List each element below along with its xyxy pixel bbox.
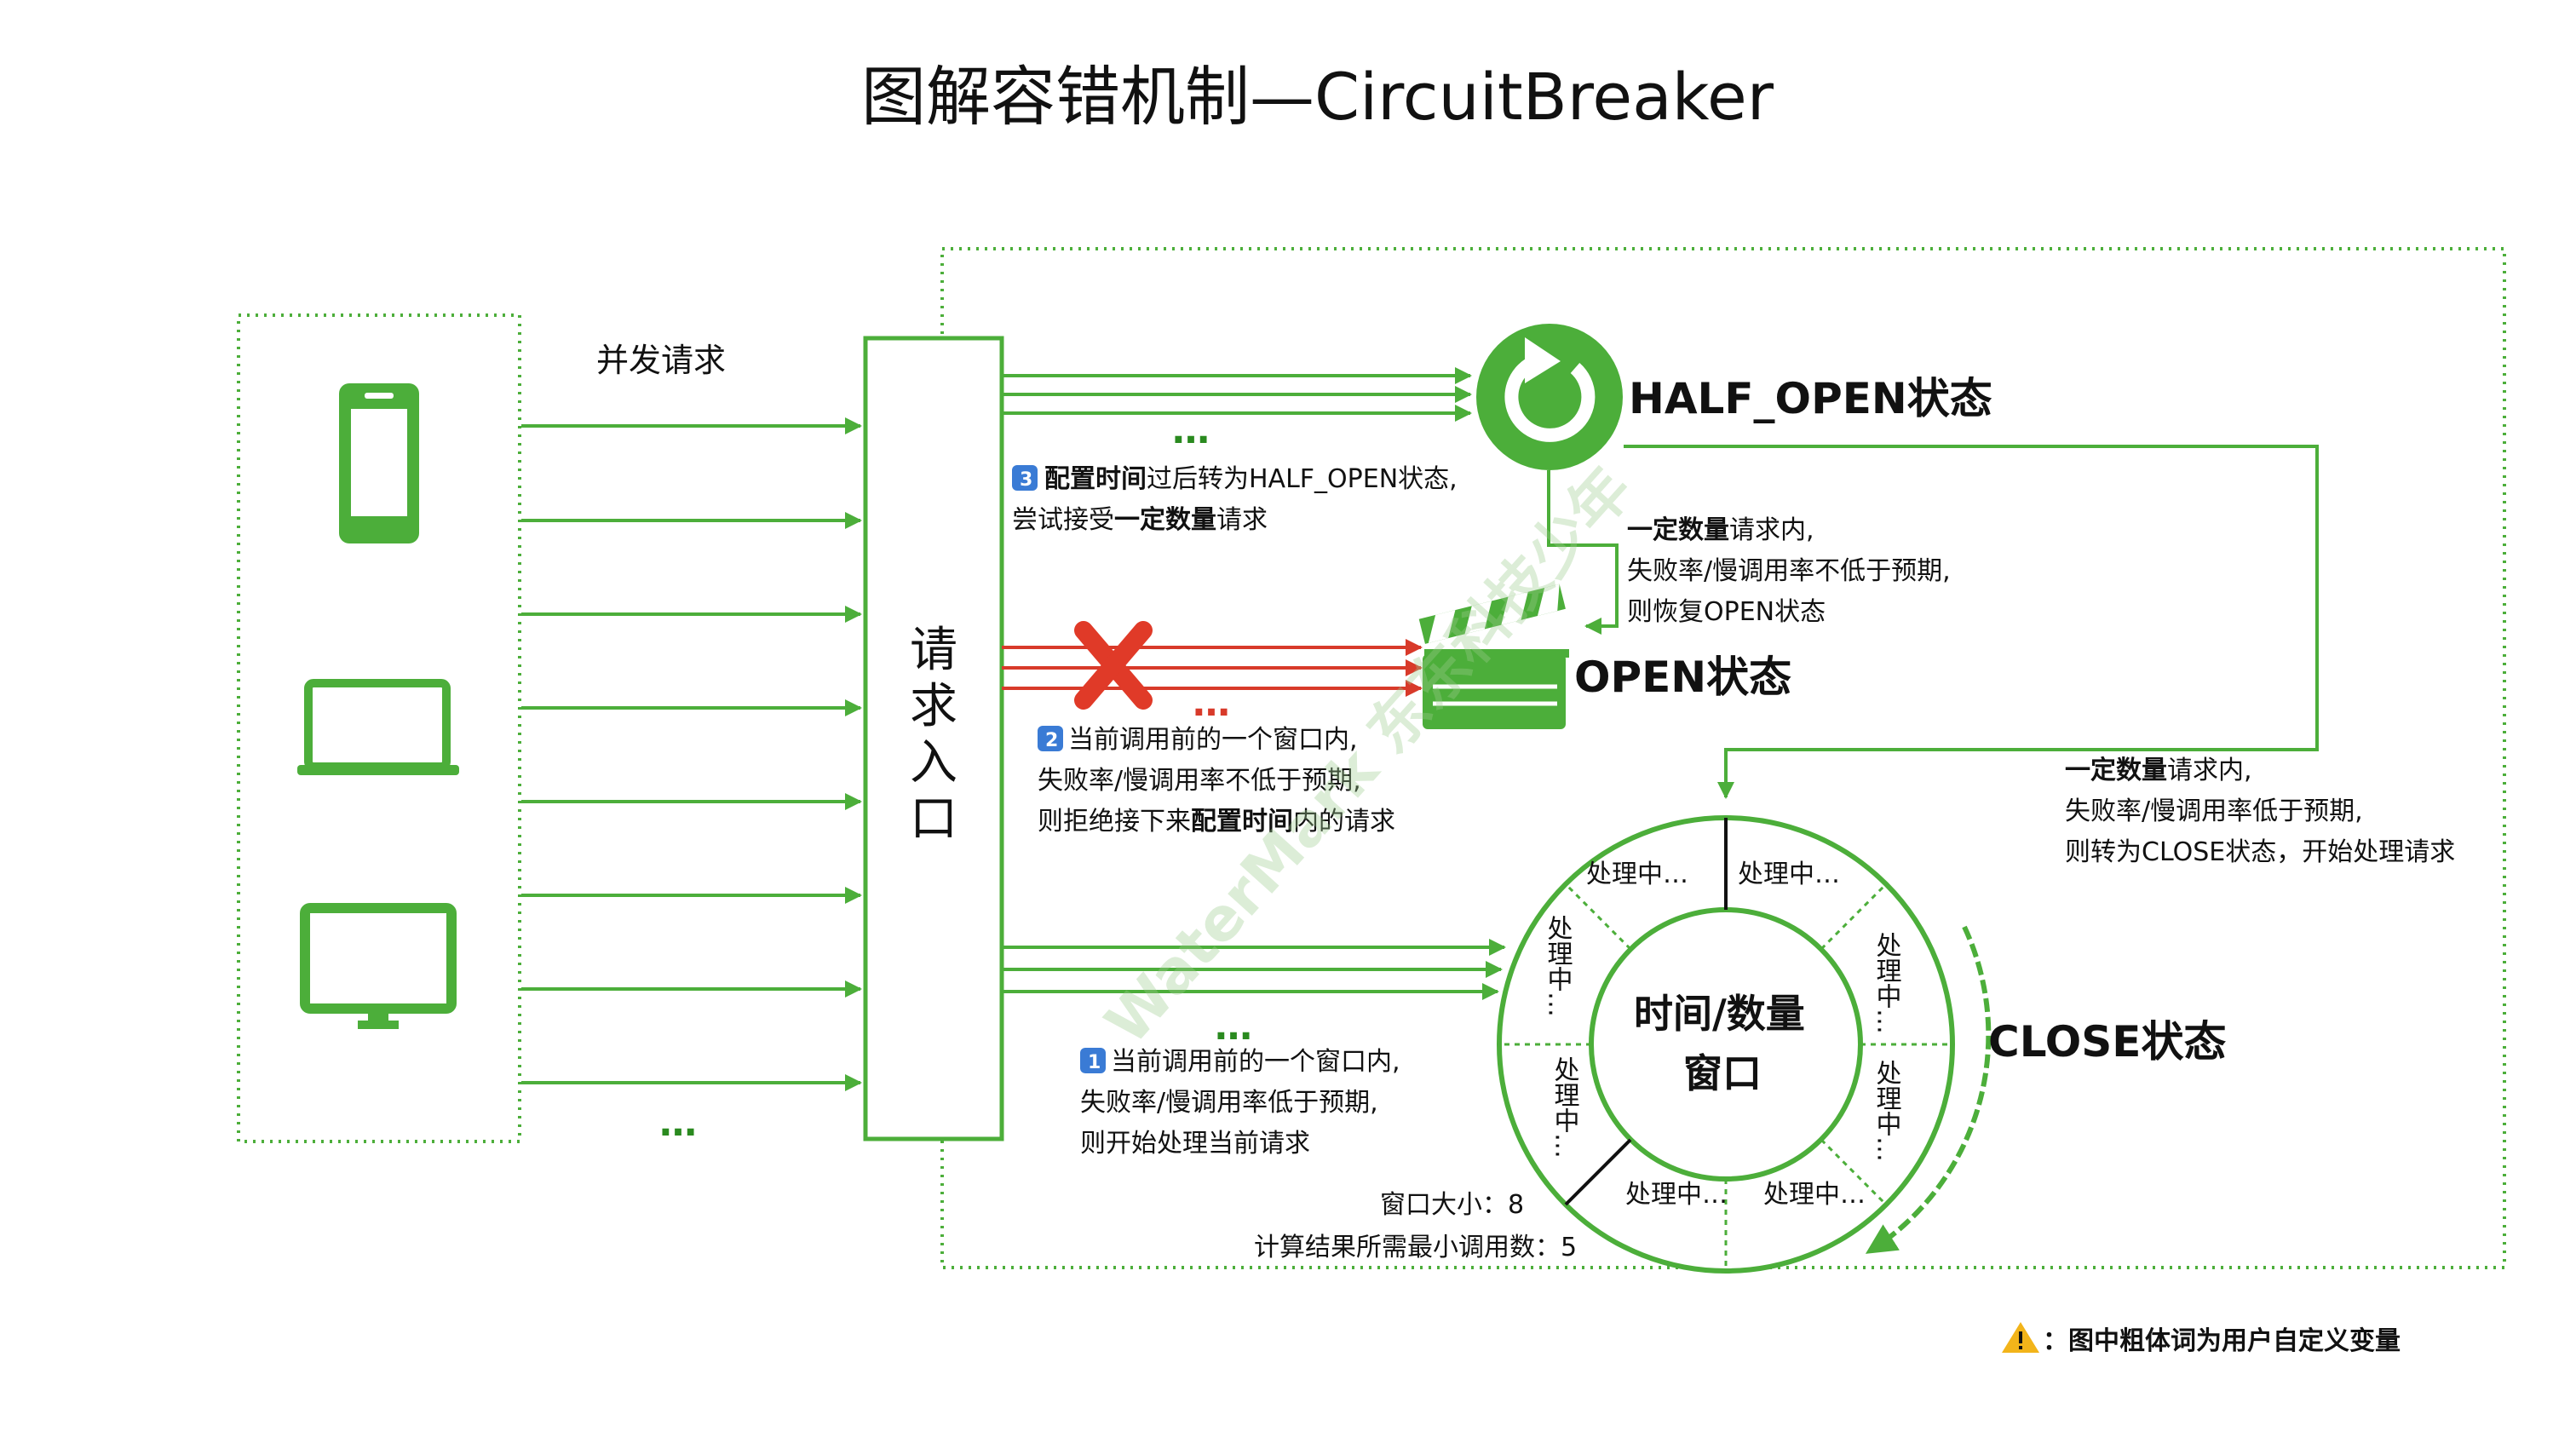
- note-3-line1-bold: 配置时间: [1044, 464, 1147, 494]
- window-size-label: 窗口大小：8: [1380, 1190, 1524, 1220]
- note-2: 2 当前调用前的一个窗口内, 失败率/慢调用率不低于预期, 则拒绝接下来配置时间…: [1038, 725, 1395, 837]
- window-inner-circle: [1589, 907, 1863, 1182]
- window-segment-label-bottom-right: 处理中…: [1763, 1180, 1866, 1210]
- reject-cross-icon: [1074, 621, 1153, 710]
- window-min-calls-label: 计算结果所需最小调用数：5: [1254, 1233, 1577, 1262]
- svg-text:配置时间过后转为HALF_OPEN状态,: 配置时间过后转为HALF_OPEN状态,: [1044, 464, 1458, 494]
- window-segment-label-bottom-left: 处理中…: [1625, 1180, 1728, 1210]
- footer-note-text: ：图中粗体词为用户自定义变量: [2043, 1326, 2401, 1356]
- half-open-state: … HALF_OPEN状态: [1002, 324, 1992, 470]
- window-segment-label-top-left: 处理中…: [1586, 860, 1688, 889]
- laptop-icon: [297, 679, 459, 775]
- client-group: …: [237, 313, 702, 1145]
- note-3-line2-c: 请求: [1216, 505, 1268, 535]
- note-3-line1-rest: 过后转为HALF_OPEN状态,: [1147, 464, 1458, 494]
- window-center-line2: 窗口: [1683, 1050, 1762, 1096]
- entry-label-char-4: 口: [910, 791, 957, 847]
- note-2-line3-c: 内的请求: [1293, 807, 1395, 837]
- note-2-line2: 失败率/慢调用率不低于预期,: [1038, 766, 1361, 796]
- note-1: 1 当前调用前的一个窗口内, 失败率/慢调用率低于预期, 则开始处理当前请求: [1080, 1047, 1400, 1159]
- close-dots: …: [1215, 1005, 1257, 1049]
- note-2-badge-number: 2: [1045, 730, 1058, 751]
- svg-text:一定数量请求内,: 一定数量请求内,: [1627, 515, 1814, 545]
- note-2-line1: 当前调用前的一个窗口内,: [1068, 725, 1358, 755]
- note-2-line3-bold: 配置时间: [1191, 807, 1293, 837]
- window-pointer-line: [1564, 1138, 1632, 1206]
- arrows-to-close: [1002, 939, 1506, 1000]
- half-open-to-open-arrow: [1547, 470, 1619, 635]
- entry-label-char-1: 请: [910, 623, 957, 678]
- entry-label-char-2: 求: [910, 679, 957, 734]
- window-segment-label-left-upper: 处理中…: [1543, 915, 1573, 1017]
- close-state-label: CLOSE状态: [1988, 1017, 2226, 1067]
- note-2-line3-a: 则拒绝接下来: [1038, 807, 1191, 837]
- footer-note: ：图中粗体词为用户自定义变量: [2002, 1322, 2401, 1356]
- request-entry-box: 请 求 入 口: [863, 336, 1004, 1141]
- rejected-dots: …: [1193, 681, 1235, 725]
- entry-label-char-3: 入: [910, 735, 957, 791]
- note-1-badge-number: 1: [1088, 1052, 1101, 1073]
- refresh-circle-icon: [1476, 324, 1623, 470]
- clapperboard-icon: [1418, 584, 1569, 729]
- svg-text:一定数量请求内,: 一定数量请求内,: [2065, 756, 2252, 785]
- note-3-badge: [1012, 465, 1038, 491]
- warning-icon: [2002, 1322, 2039, 1353]
- note-3-line2-a: 尝试接受: [1012, 505, 1114, 535]
- half-open-to-open-note: 一定数量请求内, 失败率/慢调用率不低于预期, 则恢复OPEN状态: [1627, 515, 1951, 627]
- rejected-request-arrows: [1002, 639, 1423, 697]
- note-3: 3 配置时间过后转为HALF_OPEN状态, 尝试接受一定数量请求: [1012, 464, 1458, 535]
- page-title: 图解容错机制—CircuitBreaker: [861, 59, 1774, 135]
- half-open-to-close-line1-rest: 请求内,: [2167, 756, 2252, 785]
- note-2-badge: [1038, 726, 1063, 751]
- half-open-to-close-line3: 则转为CLOSE状态，开始处理请求: [2065, 837, 2455, 867]
- window-segment-label-left-lower: 处理中…: [1550, 1056, 1579, 1159]
- window-segment-label-right-upper: 处理中…: [1872, 932, 1901, 1034]
- svg-text:则拒绝接下来配置时间内的请求: 则拒绝接下来配置时间内的请求: [1038, 807, 1395, 837]
- open-state-label: OPEN状态: [1574, 653, 1791, 702]
- half-open-to-open-line1-rest: 请求内,: [1729, 515, 1814, 545]
- half-open-to-close-line1-bold: 一定数量: [2065, 756, 2167, 785]
- half-open-to-open-line3: 则恢复OPEN状态: [1627, 597, 1826, 627]
- more-clients-dots: …: [659, 1101, 702, 1145]
- open-state: … OPEN状态: [1002, 584, 1791, 729]
- sliding-window: 处理中… 处理中… 处理中… 处理中… 处理中… 处理中… 处理中… 处理中… …: [1497, 815, 1955, 1274]
- note-1-line1: 当前调用前的一个窗口内,: [1111, 1047, 1400, 1077]
- client-request-arrows: [521, 417, 862, 1091]
- mobile-phone-icon: [339, 383, 419, 543]
- window-center-line1: 时间/数量: [1634, 991, 1805, 1037]
- note-1-line3: 则开始处理当前请求: [1080, 1129, 1310, 1159]
- note-3-line2-bold: 一定数量: [1114, 505, 1216, 535]
- half-open-to-close-arrow: [1624, 445, 2319, 799]
- half-open-to-close-note: 一定数量请求内, 失败率/慢调用率低于预期, 则转为CLOSE状态，开始处理请求: [2065, 756, 2455, 867]
- note-3-badge-number: 3: [1020, 469, 1032, 491]
- note-1-line2: 失败率/慢调用率低于预期,: [1080, 1088, 1378, 1118]
- half-open-to-open-line2: 失败率/慢调用率不低于预期,: [1627, 556, 1951, 586]
- svg-text:尝试接受一定数量请求: 尝试接受一定数量请求: [1012, 505, 1268, 535]
- half-open-to-open-line1-bold: 一定数量: [1627, 515, 1729, 545]
- concurrent-requests-label: 并发请求: [596, 342, 726, 379]
- note-1-badge: [1080, 1048, 1106, 1073]
- window-segment-label-right-lower: 处理中…: [1872, 1060, 1901, 1162]
- half-open-state-label: HALF_OPEN状态: [1629, 374, 1992, 423]
- desktop-monitor-icon: [300, 903, 457, 1029]
- half-open-to-close-line2: 失败率/慢调用率低于预期,: [2065, 796, 2363, 826]
- arrows-to-half-open: [1002, 367, 1472, 422]
- window-segment-label-top-right: 处理中…: [1738, 860, 1840, 889]
- half-open-dots: …: [1172, 409, 1215, 452]
